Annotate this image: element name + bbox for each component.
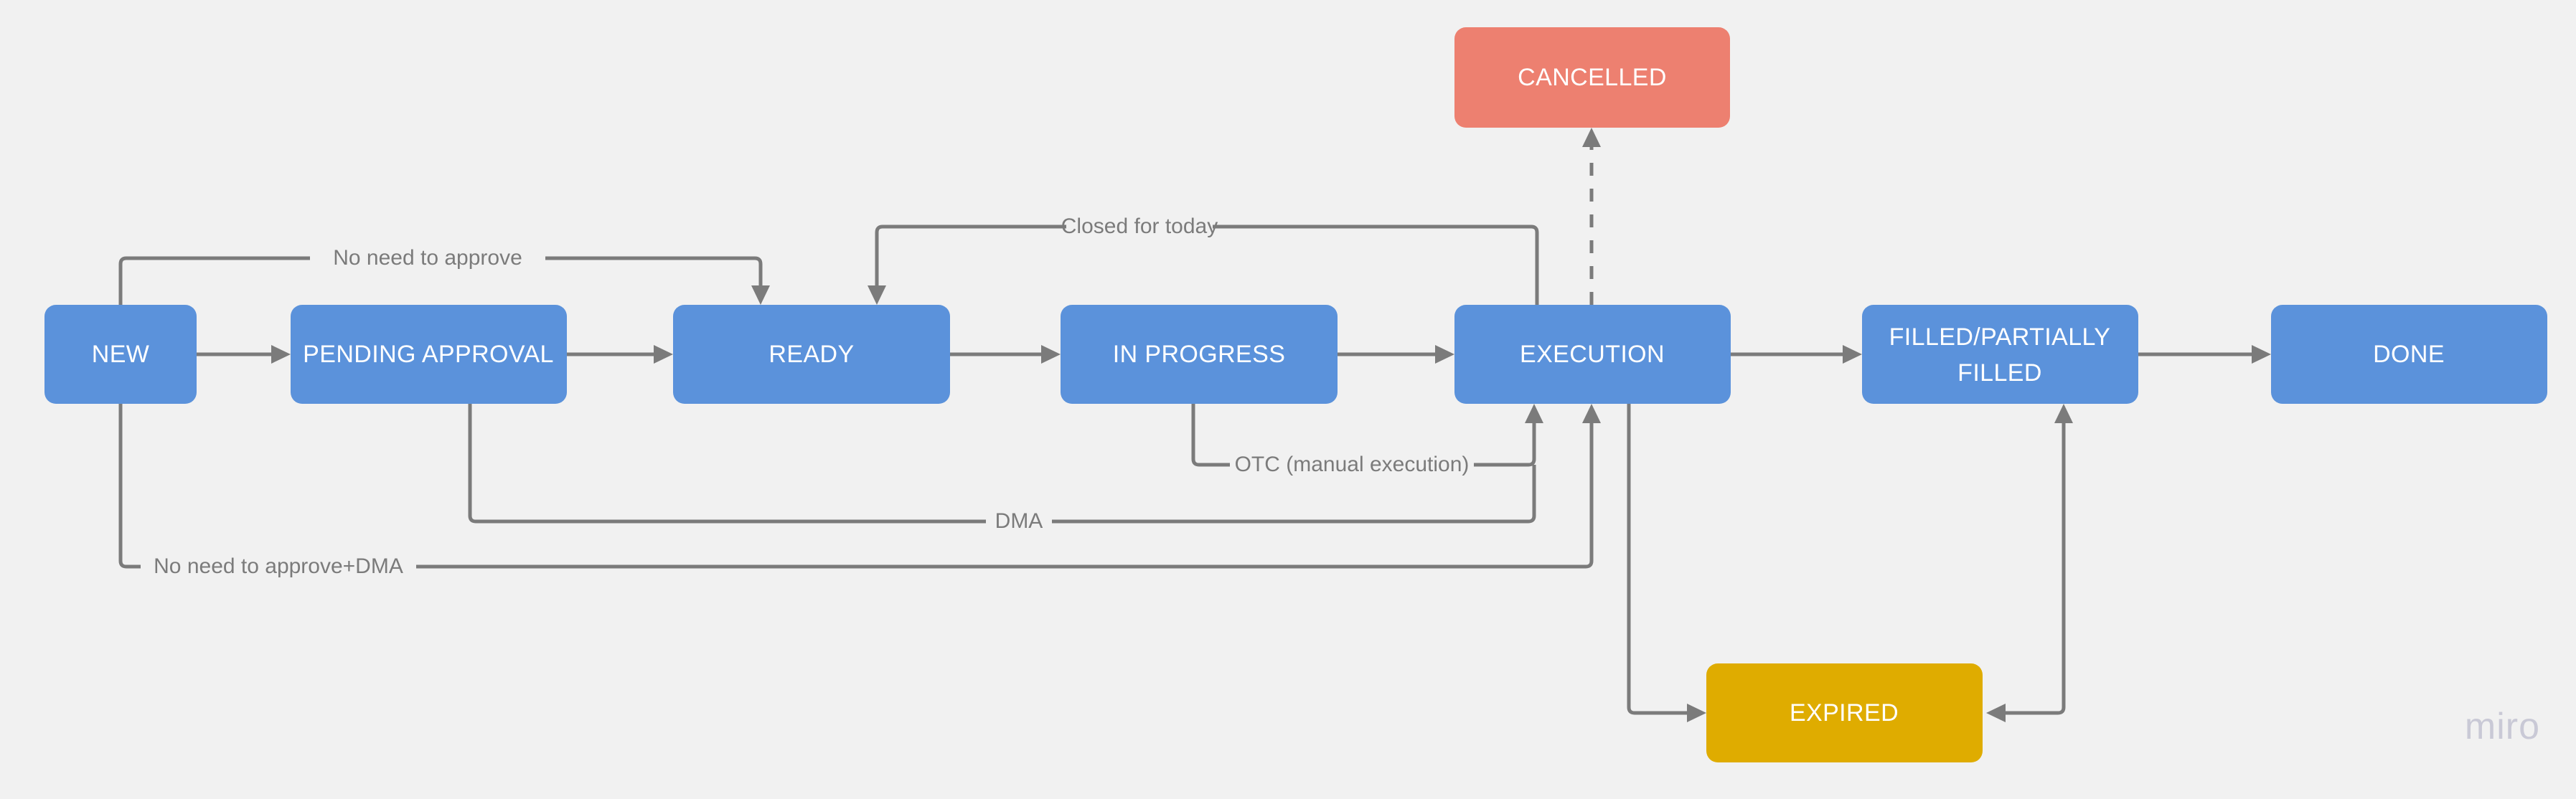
edge-expired-to-filled <box>1986 404 2073 722</box>
edge-ready-to-progress <box>950 345 1061 364</box>
node-execution-label: EXECUTION <box>1520 341 1665 368</box>
node-pending-approval-label: PENDING APPROVAL <box>303 341 554 368</box>
node-done-shape[interactable] <box>2271 305 2547 404</box>
node-cancelled[interactable]: CANCELLED <box>1454 27 1730 128</box>
node-execution[interactable]: EXECUTION <box>1454 305 1731 404</box>
node-execution-shape[interactable] <box>1454 305 1731 404</box>
edge-new-to-execution-no-need-to-approve-dma: No need to approve+DMA <box>118 404 1601 578</box>
node-expired[interactable]: EXPIRED <box>1706 663 1983 762</box>
node-new-label: NEW <box>92 341 150 368</box>
edge-label-no-need-to-approve: No need to approve <box>333 246 522 270</box>
node-in-progress-shape[interactable] <box>1061 305 1338 404</box>
node-in-progress[interactable]: IN PROGRESS <box>1061 305 1338 404</box>
edge-execution-to-cancelled <box>1582 128 1601 305</box>
edge-progress-to-execution-otc: OTC (manual execution) <box>1191 404 1543 476</box>
edge-pending-to-ready <box>567 345 673 364</box>
edge-execution-to-filled <box>1731 345 1862 364</box>
node-new[interactable]: NEW <box>44 305 197 404</box>
edge-label-no-need-to-approve-dma: No need to approve+DMA <box>154 554 403 578</box>
node-ready[interactable]: READY <box>673 305 950 404</box>
miro-watermark: miro <box>2465 706 2540 747</box>
node-ready-label: READY <box>768 341 854 368</box>
edge-progress-to-execution <box>1338 345 1454 364</box>
node-filled-partially-filled-shape[interactable] <box>1862 305 2138 404</box>
node-filled-partially-filled-label-line2: FILLED <box>1957 359 2042 387</box>
edge-execution-to-expired <box>1627 404 1706 722</box>
node-pending-approval[interactable]: PENDING APPROVAL <box>291 305 567 404</box>
edge-filled-to-done <box>2138 345 2271 364</box>
nodes-layer: NEW PENDING APPROVAL READY IN PROGRESS E… <box>44 27 2547 762</box>
node-ready-shape[interactable] <box>673 305 950 404</box>
node-filled-partially-filled[interactable]: FILLED/PARTIALLY FILLED <box>1862 305 2138 404</box>
edge-label-dma: DMA <box>995 509 1043 533</box>
node-expired-label: EXPIRED <box>1790 699 1899 727</box>
node-new-shape[interactable] <box>44 305 197 404</box>
node-in-progress-label: IN PROGRESS <box>1113 341 1286 368</box>
node-done-label: DONE <box>2373 341 2445 368</box>
edge-label-otc-manual-execution: OTC (manual execution) <box>1235 453 1470 476</box>
node-pending-approval-shape[interactable] <box>291 305 567 404</box>
edges-layer: No need to approve Closed for today OTC … <box>118 128 2271 722</box>
node-filled-partially-filled-label-line1: FILLED/PARTIALLY <box>1889 323 2111 351</box>
node-cancelled-shape[interactable] <box>1454 27 1730 128</box>
edge-execution-to-ready-closed-for-today: Closed for today <box>868 214 1539 305</box>
node-cancelled-label: CANCELLED <box>1518 64 1667 91</box>
edge-new-to-ready-no-need-to-approve: No need to approve <box>118 246 770 305</box>
node-done[interactable]: DONE <box>2271 305 2547 404</box>
edge-pending-to-execution-dma: DMA <box>468 404 1536 533</box>
edge-label-closed-for-today: Closed for today <box>1061 214 1218 238</box>
node-expired-shape[interactable] <box>1706 663 1983 762</box>
edge-new-to-pending <box>197 345 291 364</box>
